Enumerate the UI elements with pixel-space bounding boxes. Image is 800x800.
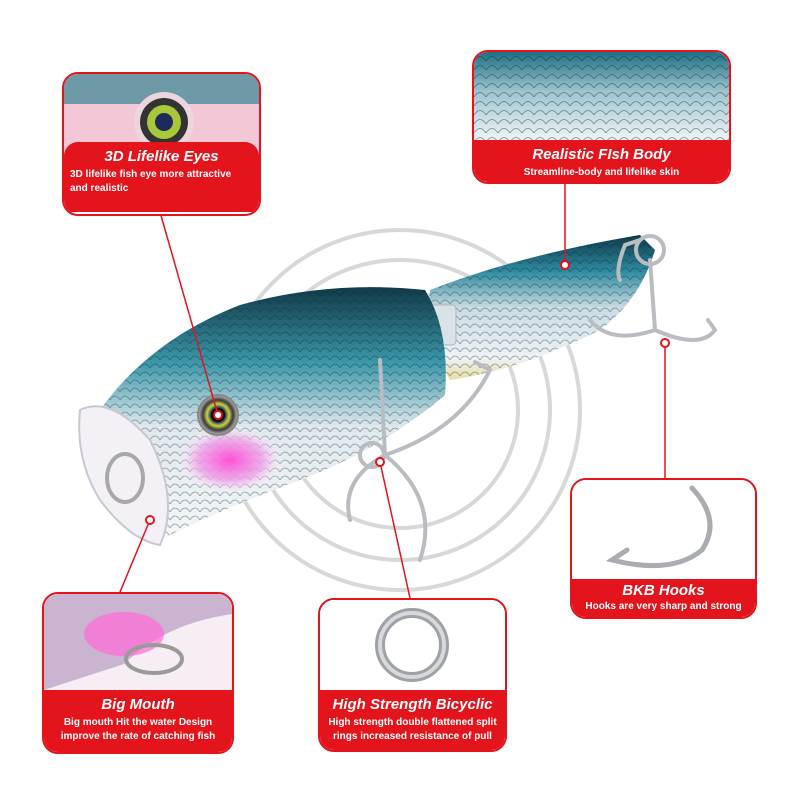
mouth-title: Big Mouth bbox=[101, 696, 175, 713]
ring-desc-line2: rings increased resistance of pull bbox=[333, 731, 492, 742]
mouth-desc-line1: Big mouth Hit the water Design bbox=[63, 717, 213, 728]
ring-title: High Strength Bicyclic bbox=[332, 696, 493, 713]
hook-closeup-image bbox=[572, 480, 755, 580]
mouth-desc-line2: improve the rate of catching fish bbox=[60, 731, 216, 742]
feature-card-hooks: BKB Hooks Hooks are very sharp and stron… bbox=[570, 478, 757, 619]
head-segment bbox=[78, 287, 446, 547]
feature-card-split-ring: High Strength Bicyclic High strength dou… bbox=[318, 598, 507, 752]
treble-hooks bbox=[346, 234, 718, 562]
feature-card-mouth: Big Mouth Big mouth Hit the water Design… bbox=[42, 592, 234, 754]
body-caption: Realistic FIsh Body Streamline-body and … bbox=[474, 140, 729, 182]
feature-card-eyes: 3D Lifelike Eyes 3D lifelike fish eye mo… bbox=[62, 72, 261, 216]
hooks-caption: BKB Hooks Hooks are very sharp and stron… bbox=[572, 579, 755, 617]
feature-card-body: Realistic FIsh Body Streamline-body and … bbox=[472, 50, 731, 184]
body-title: Realistic FIsh Body bbox=[532, 146, 671, 163]
eyes-desc-line1: 3D lifelike fish eye more attractive bbox=[70, 169, 232, 180]
ring-desc-line1: High strength double flattened split bbox=[328, 717, 497, 728]
eyes-caption: 3D Lifelike Eyes 3D lifelike fish eye mo… bbox=[64, 142, 259, 212]
mouth-caption: Big Mouth Big mouth Hit the water Design… bbox=[44, 690, 232, 752]
rear-body-segment bbox=[429, 235, 655, 380]
ring-caption: High Strength Bicyclic High strength dou… bbox=[320, 690, 505, 750]
hooks-title: BKB Hooks bbox=[622, 582, 705, 599]
callout-lines bbox=[119, 180, 666, 599]
callout-dots bbox=[145, 260, 670, 525]
body-desc: Streamline-body and lifelike skin bbox=[523, 167, 680, 178]
eyes-title: 3D Lifelike Eyes bbox=[104, 148, 219, 165]
mouth-closeup-image bbox=[44, 594, 232, 690]
body-closeup-image bbox=[474, 52, 729, 140]
hooks-desc: Hooks are very sharp and strong bbox=[585, 601, 742, 612]
split-ring-image bbox=[320, 600, 505, 690]
eyes-desc-line2: and realistic bbox=[70, 183, 129, 194]
